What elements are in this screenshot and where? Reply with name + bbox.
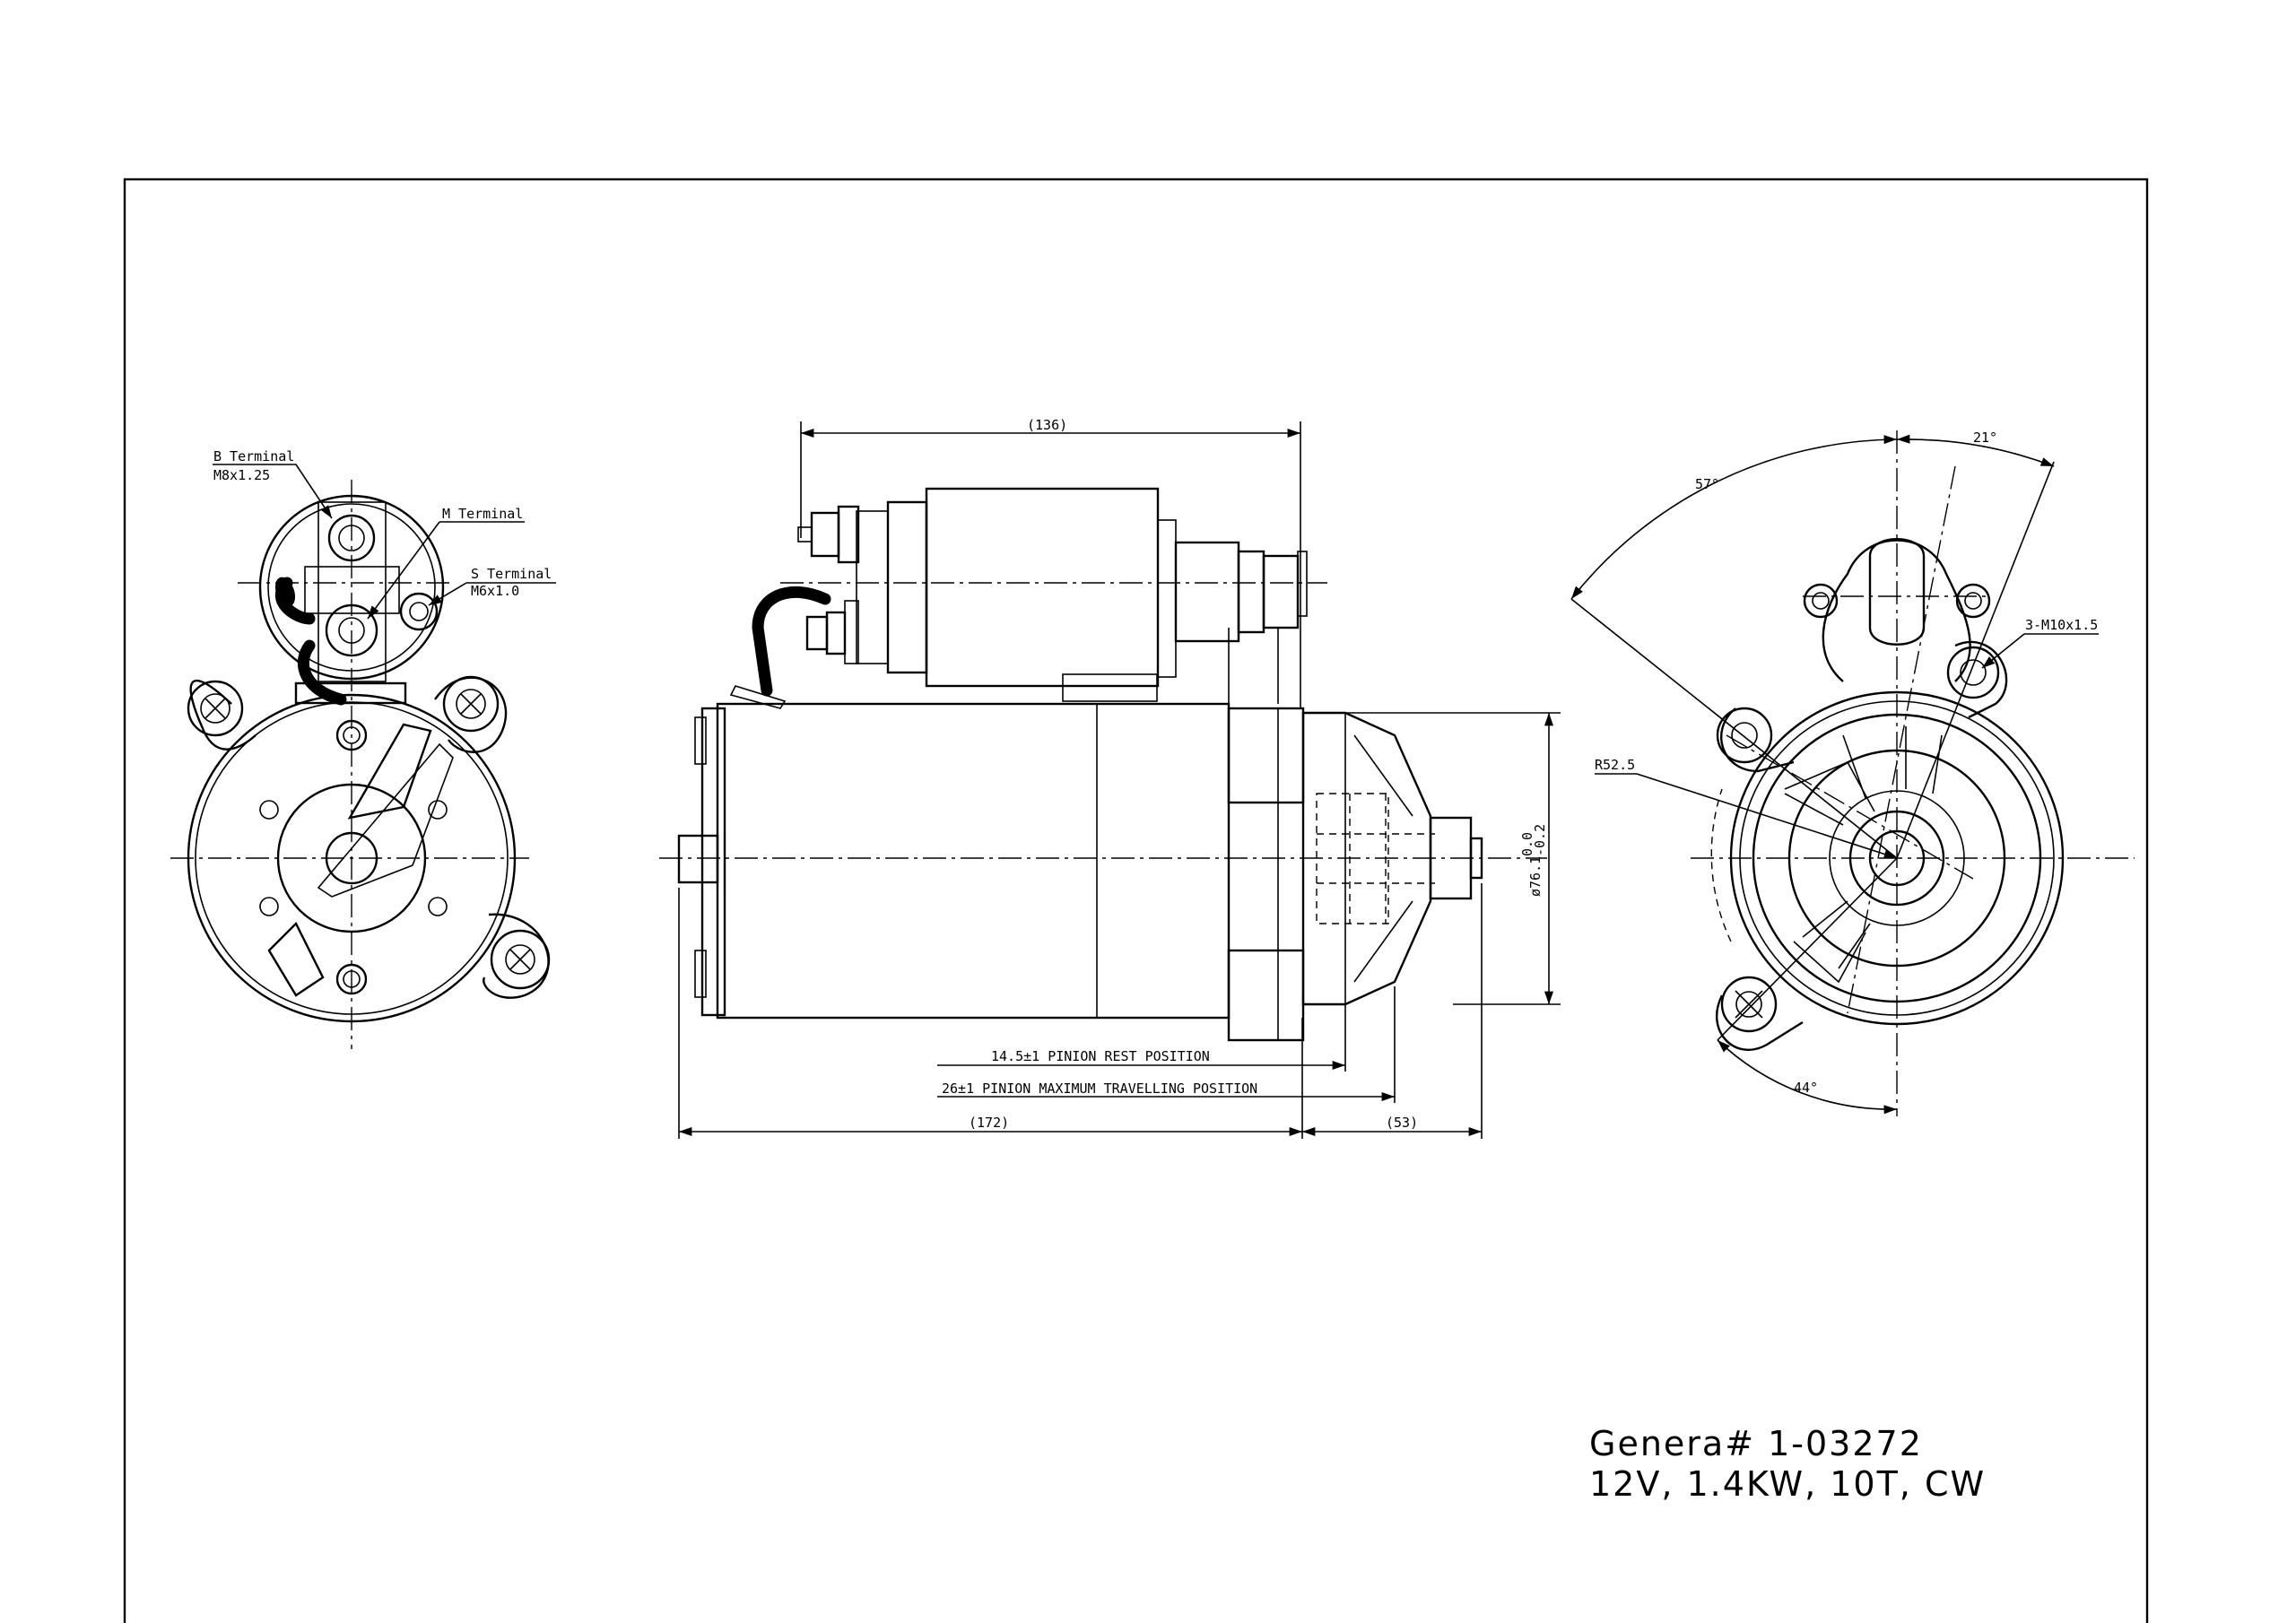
mount-holes-label: 3-M10x1.5: [2025, 617, 2098, 633]
dim-pinion-rest: 14.5±1 PINION REST POSITION: [991, 1048, 1210, 1064]
angle-top: 57°: [1695, 476, 1719, 492]
dim-pilot-tol-lower: -0.2: [1532, 824, 1548, 856]
front-end-view: [1691, 430, 2135, 1116]
dim-pilot-tol-upper: 0.0: [1519, 832, 1535, 856]
dim-pinion-travel: 26±1 PINION MAXIMUM TRAVELLING POSITION: [942, 1081, 1257, 1097]
angle-right: 21°: [1973, 430, 1997, 446]
dim-body-length: (172): [969, 1115, 1009, 1131]
dim-nose-length: (53): [1386, 1115, 1418, 1131]
s-terminal-thread: M6x1.0: [471, 583, 519, 599]
angle-bottom: 44°: [1794, 1080, 1818, 1096]
m-terminal-label: M Terminal: [442, 506, 523, 522]
drawing-border: [123, 178, 2149, 1623]
side-view: [659, 487, 1547, 1042]
b-terminal-thread: M8x1.25: [213, 467, 270, 483]
part-specs: 12V, 1.4KW, 10T, CW: [1589, 1464, 1986, 1504]
s-terminal-label: S Terminal: [471, 566, 552, 582]
radius-label: R52.5: [1595, 757, 1635, 773]
dim-solenoid-length: (136): [1027, 417, 1067, 433]
dim-pilot-diameter: ø76.1: [1527, 856, 1544, 897]
b-terminal-label: B Terminal: [213, 448, 294, 464]
rear-end-view: [170, 480, 551, 1049]
part-number: Genera# 1-03272: [1589, 1424, 1923, 1463]
